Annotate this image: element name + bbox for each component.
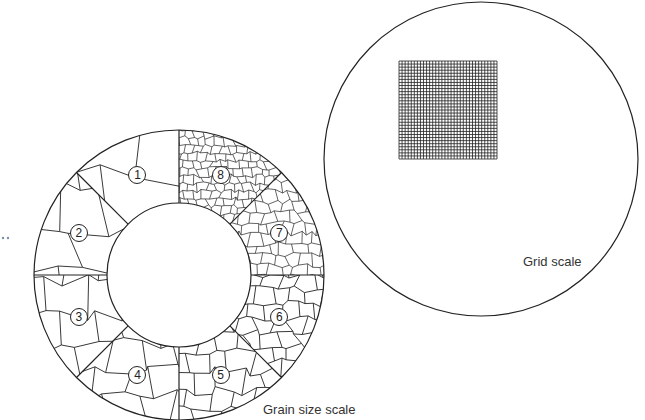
callout-number: 3 <box>75 311 82 323</box>
callout-number: 2 <box>75 227 82 239</box>
dot <box>7 237 9 239</box>
callout-number: 4 <box>134 369 141 381</box>
callout-number: 5 <box>217 369 224 381</box>
sector-dividers <box>34 130 324 420</box>
reticle-circle <box>324 2 638 316</box>
sector-number: 1 <box>128 166 146 184</box>
inner-ring <box>107 203 251 347</box>
sector-divider <box>251 274 324 275</box>
sector-number: 6 <box>270 308 288 326</box>
sector-number: 7 <box>270 224 288 242</box>
sector-divider <box>178 130 179 203</box>
sector-divider <box>230 326 282 378</box>
grain-patterns <box>0 46 361 420</box>
sector-number: 5 <box>212 366 230 384</box>
edge-dots <box>2 237 9 239</box>
dot <box>2 237 4 239</box>
sector-number: 3 <box>70 308 88 326</box>
callout-number: 1 <box>134 169 141 181</box>
sector-number: 8 <box>212 166 230 184</box>
grid-lines <box>399 61 497 159</box>
sector-divider <box>178 347 179 420</box>
grid-scale <box>399 61 497 159</box>
callout-number: 6 <box>276 311 283 323</box>
scale-caption: Grid scale <box>522 254 583 269</box>
sector-divider <box>34 274 107 275</box>
outer-ring <box>34 130 324 420</box>
callout-number: 7 <box>276 227 283 239</box>
sector-number: 2 <box>70 224 88 242</box>
scale-caption: Grain size scale <box>262 402 356 417</box>
sector-divider <box>230 172 282 224</box>
sector-divider <box>76 172 128 224</box>
sector-number: 4 <box>128 366 146 384</box>
sector-divider <box>76 326 128 378</box>
callout-number: 8 <box>217 169 224 181</box>
